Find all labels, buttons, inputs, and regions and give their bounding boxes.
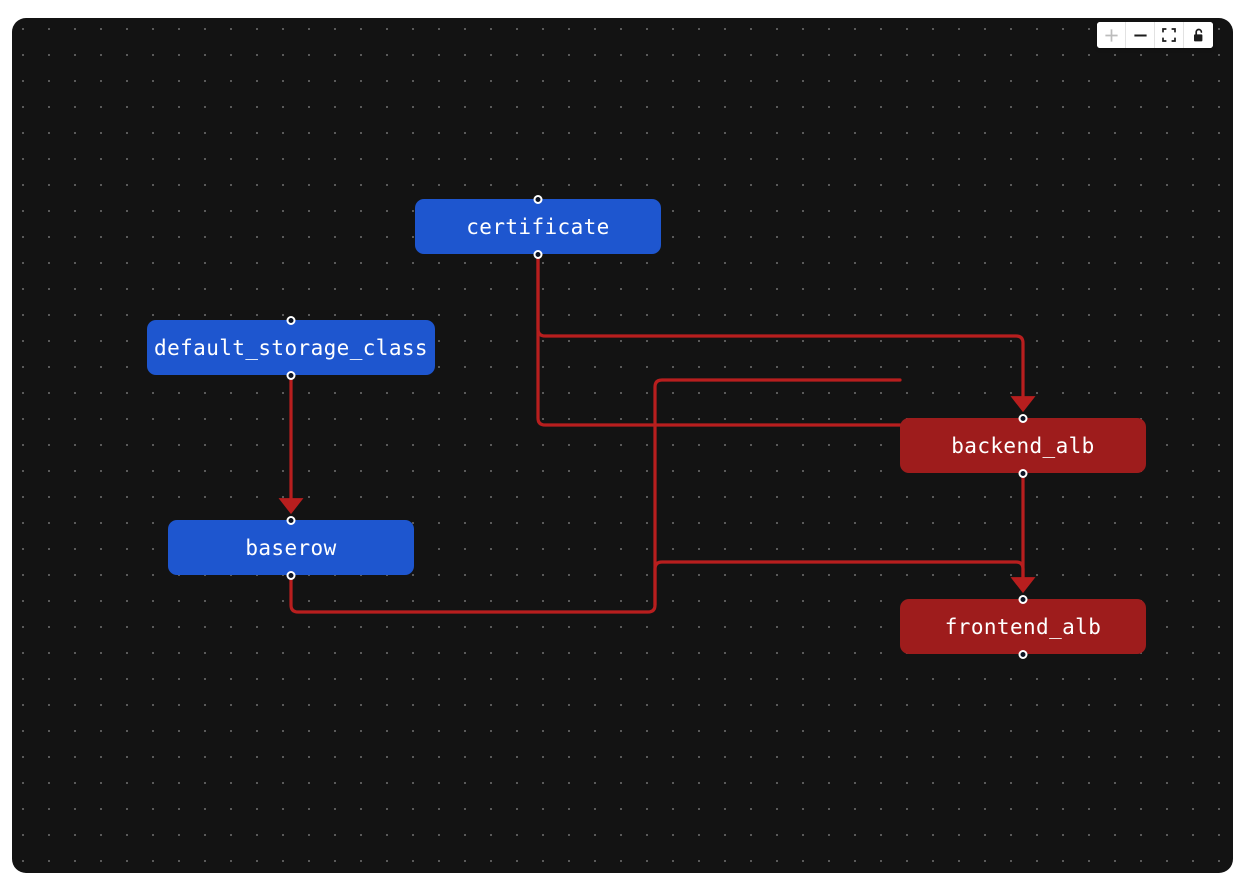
node-label: frontend_alb (944, 614, 1102, 639)
fit-view-button[interactable] (1155, 22, 1184, 48)
node-handle-bottom[interactable] (286, 570, 296, 580)
node-default_storage_class[interactable]: default_storage_class (147, 315, 435, 380)
node-frontend_alb[interactable]: frontend_alb (900, 594, 1146, 659)
node-label: backend_alb (951, 433, 1095, 458)
node-label: default_storage_class (154, 335, 428, 360)
node-backend_alb[interactable]: backend_alb (900, 413, 1146, 478)
node-certificate[interactable]: certificate (415, 194, 661, 259)
fit-view-icon (1162, 28, 1176, 42)
zoom-out-button[interactable] (1126, 22, 1155, 48)
node-handle-top[interactable] (533, 194, 543, 204)
plus-icon (1104, 28, 1119, 43)
node-label: certificate (466, 214, 610, 239)
flow-controls (1097, 22, 1213, 48)
minus-icon (1133, 28, 1148, 43)
zoom-in-button[interactable] (1097, 22, 1126, 48)
edge-certificate-backend_alb-top (536, 253, 1036, 413)
node-handle-bottom[interactable] (533, 249, 543, 259)
edge-baserow-backend_alb (289, 378, 902, 614)
edge-certificate-backend_alb-left (536, 253, 902, 427)
toggle-lock-button[interactable] (1184, 22, 1213, 48)
node-handle-top[interactable] (1018, 594, 1028, 604)
node-handle-top[interactable] (286, 515, 296, 525)
unlock-icon (1192, 28, 1206, 43)
node-handle-top[interactable] (286, 315, 296, 325)
node-handle-bottom[interactable] (1018, 649, 1028, 659)
node-handle-bottom[interactable] (1018, 468, 1028, 478)
node-handle-bottom[interactable] (286, 370, 296, 380)
flow-canvas[interactable]: certificate default_storage_class backen… (12, 18, 1233, 873)
node-handle-top[interactable] (1018, 413, 1028, 423)
node-baserow[interactable]: baserow (168, 515, 414, 580)
node-label: baserow (245, 535, 337, 560)
